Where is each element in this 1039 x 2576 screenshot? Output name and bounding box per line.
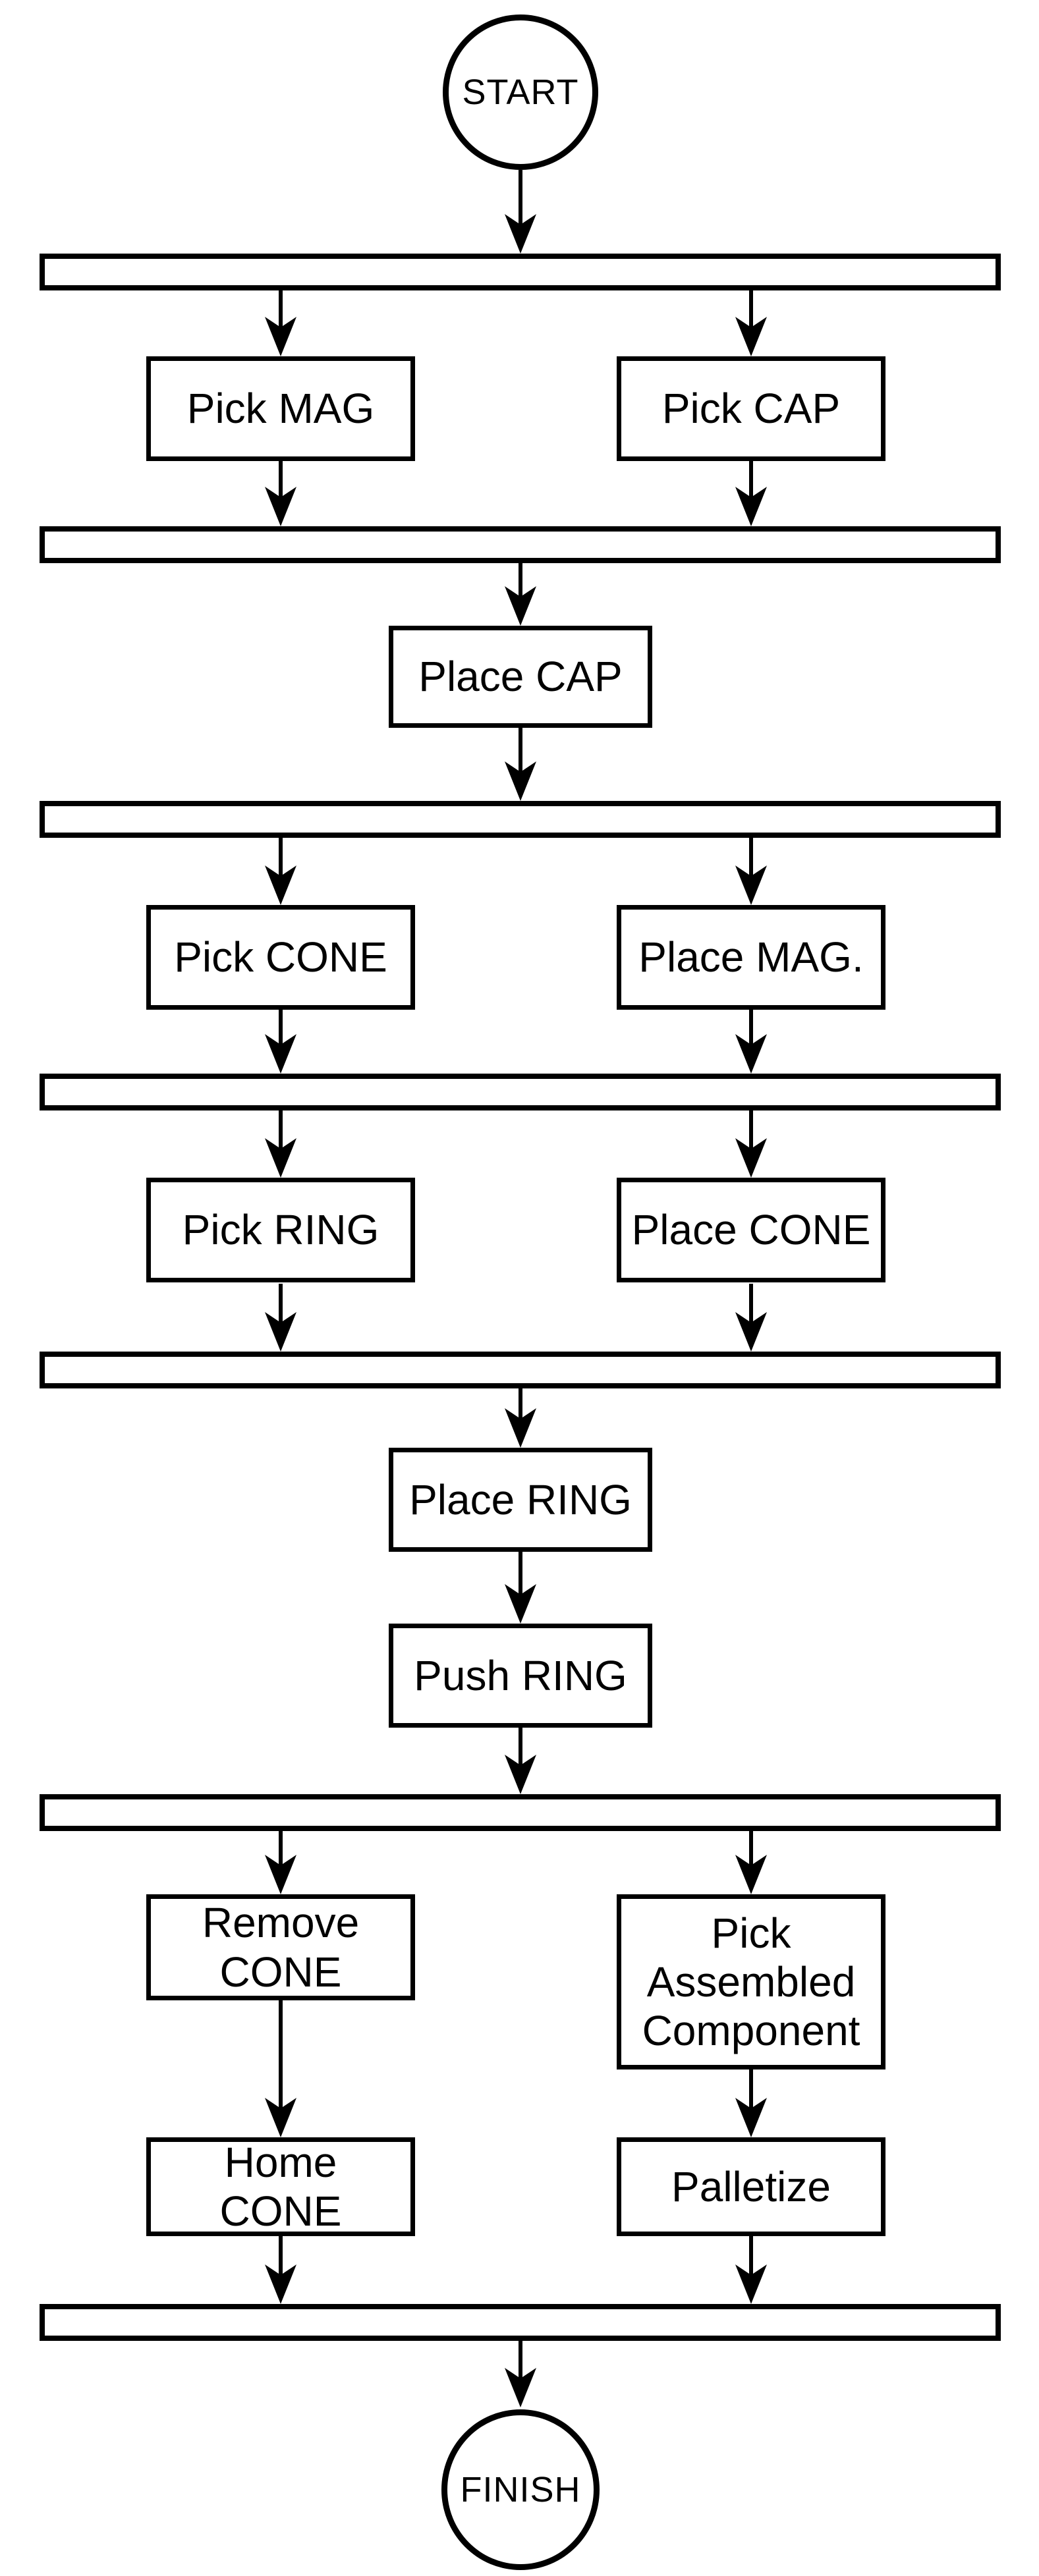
arrow-head <box>265 1312 296 1352</box>
arrow-head <box>505 214 536 254</box>
flow-arrow <box>735 2236 767 2304</box>
node-place-cone: Place CONE <box>617 1178 885 1282</box>
arrow-head <box>735 2264 767 2304</box>
arrow-head <box>505 2368 536 2407</box>
flow-arrow <box>265 290 296 356</box>
node-home-cone: Home CONE <box>146 2137 415 2236</box>
arrow-head <box>265 2264 296 2304</box>
flow-arrow <box>265 838 296 905</box>
flow-arrow <box>735 461 767 526</box>
node-pick-assembled-component: Pick Assembled Component <box>617 1894 885 2069</box>
sync-bar-4 <box>40 1074 1001 1110</box>
node-place-cap: Place CAP <box>389 626 652 728</box>
flow-arrow <box>735 1284 767 1352</box>
node-remove-cone: Remove CONE <box>146 1894 415 2000</box>
sync-bar-7 <box>40 2304 1001 2341</box>
arrow-head <box>735 865 767 905</box>
node-push-ring: Push RING <box>389 1624 652 1728</box>
flow-arrow <box>505 2341 536 2407</box>
arrow-head <box>735 1855 767 1894</box>
flow-arrow <box>265 461 296 526</box>
arrow-head <box>735 1138 767 1178</box>
node-pick-ring: Pick RING <box>146 1178 415 1282</box>
node-pick-cap: Pick CAP <box>617 356 885 461</box>
arrow-head <box>265 1138 296 1178</box>
sync-bar-2 <box>40 526 1001 563</box>
node-place-mag: Place MAG. <box>617 905 885 1010</box>
arrow-head <box>265 2098 296 2137</box>
sync-bar-3 <box>40 801 1001 838</box>
flow-arrow <box>735 1831 767 1894</box>
flow-arrow <box>735 2069 767 2137</box>
flow-arrow <box>735 290 767 356</box>
finish-label: FINISH <box>460 2470 581 2509</box>
finish-terminal: FINISH <box>441 2409 600 2570</box>
arrow-head <box>265 487 296 526</box>
flow-arrow <box>265 1010 296 1074</box>
flow-arrow <box>505 1728 536 1794</box>
flow-arrow <box>265 2000 296 2137</box>
sync-bar-5 <box>40 1352 1001 1388</box>
flow-arrow <box>505 1552 536 1624</box>
flow-arrow <box>505 562 536 626</box>
arrow-head <box>735 1034 767 1074</box>
flow-arrow <box>505 728 536 801</box>
flow-arrow <box>735 838 767 905</box>
flow-arrow <box>505 170 536 254</box>
flow-arrow <box>735 1010 767 1074</box>
flow-arrow <box>735 1110 767 1178</box>
arrow-head <box>505 1755 536 1794</box>
arrow-head <box>265 865 296 905</box>
flow-arrow <box>265 1110 296 1178</box>
node-palletize: Palletize <box>617 2137 885 2236</box>
arrow-head <box>505 1584 536 1624</box>
flow-arrow <box>265 2236 296 2304</box>
arrow-head <box>265 1855 296 1894</box>
flow-arrow <box>265 1831 296 1894</box>
node-pick-cone: Pick CONE <box>146 905 415 1010</box>
start-terminal: START <box>443 14 598 170</box>
flow-arrow <box>265 1284 296 1352</box>
arrow-head <box>265 317 296 356</box>
arrow-head <box>735 1312 767 1352</box>
arrow-head <box>735 487 767 526</box>
flow-arrow <box>505 1388 536 1448</box>
sync-bar-1 <box>40 254 1001 290</box>
start-label: START <box>462 72 579 112</box>
node-place-ring: Place RING <box>389 1448 652 1552</box>
arrow-head <box>735 2098 767 2137</box>
sync-bar-6 <box>40 1794 1001 1831</box>
node-pick-mag: Pick MAG <box>146 356 415 461</box>
arrow-head <box>505 586 536 626</box>
arrow-head <box>265 1034 296 1074</box>
arrow-head <box>735 317 767 356</box>
arrow-head <box>505 1408 536 1448</box>
arrow-head <box>505 761 536 801</box>
